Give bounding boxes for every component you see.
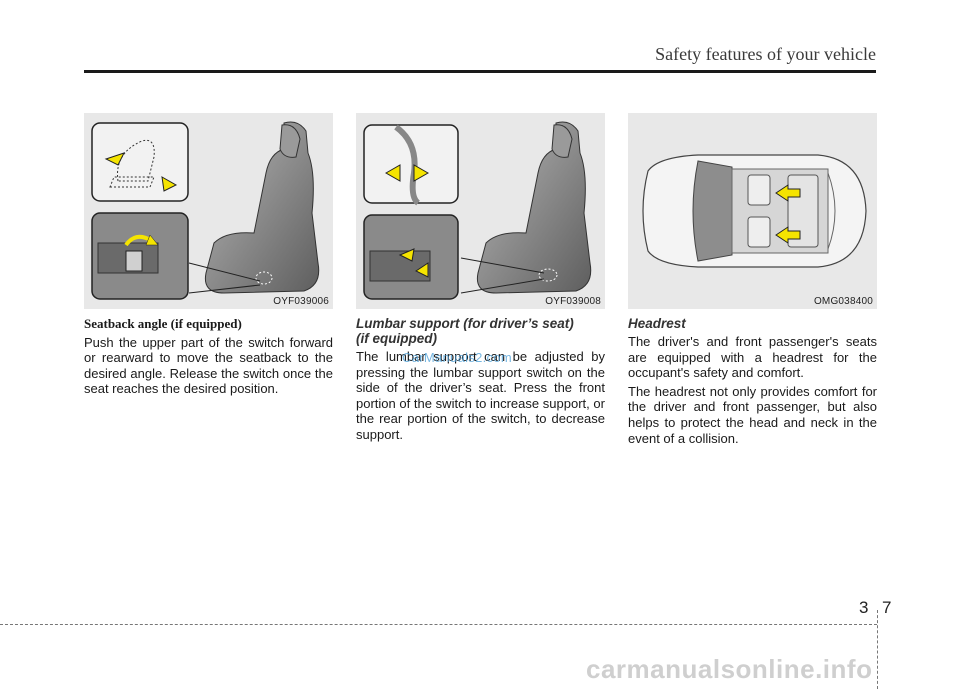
watermark: carmanualsonline.info <box>586 654 873 684</box>
figure-code: OMG038400 <box>813 296 873 307</box>
figure-lumbar-support: OYF039008 <box>356 113 605 309</box>
section-heading-line: (if equipped) <box>356 331 437 346</box>
figure-headrest: OMG038400 <box>628 113 877 309</box>
header-rule <box>84 70 876 73</box>
seatback-illustration <box>91 121 320 300</box>
lumbar-illustration <box>363 121 592 300</box>
car-top-view-illustration <box>642 154 867 268</box>
page-number: 7 <box>882 598 892 617</box>
section-headrest: Headrest The driver's and front passenge… <box>628 316 877 449</box>
paragraph: The driver's and front passenger's seats… <box>628 334 877 381</box>
page-section-number: 3 <box>859 598 869 617</box>
paragraph: The lumbar support can be adjusted by pr… <box>356 349 605 442</box>
figure-seatback-angle: OYF039006 <box>84 113 333 309</box>
section-heading: Headrest <box>628 316 686 331</box>
watermark: CarManuals2.com <box>402 350 512 365</box>
section-seatback-angle: Seatback angle (if equipped) Push the up… <box>84 316 333 400</box>
section-lumbar-support: Lumbar support (for driver’s seat) (if e… <box>356 316 605 446</box>
paragraph: Push the upper part of the switch forwar… <box>84 334 333 397</box>
section-heading-line: Lumbar support (for driver’s seat) <box>356 316 574 331</box>
section-heading: Seatback angle (if equipped) <box>84 316 242 331</box>
section-heading: Lumbar support (for driver’s seat) (if e… <box>356 316 605 346</box>
running-header: Safety features of your vehicle <box>655 44 876 64</box>
footer-divider <box>877 610 878 689</box>
footer-rule <box>0 624 877 625</box>
figure-code: OYF039008 <box>545 296 601 307</box>
paragraph: The headrest not only provides comfort f… <box>628 383 877 446</box>
figure-code: OYF039006 <box>273 296 329 307</box>
